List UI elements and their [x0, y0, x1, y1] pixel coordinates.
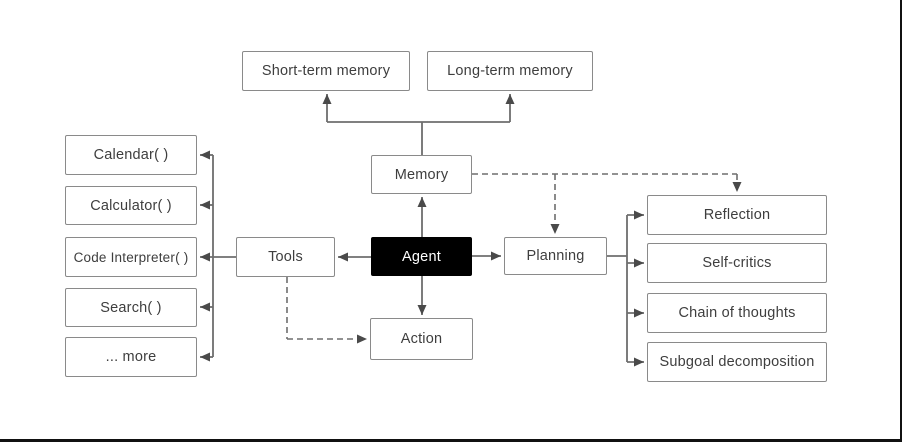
node-more: ... more — [65, 337, 197, 377]
node-short-term-memory: Short-term memory — [242, 51, 410, 91]
dashed-edges — [286, 173, 742, 344]
node-calendar: Calendar( ) — [65, 135, 197, 175]
node-subgoal-decomposition: Subgoal decomposition — [647, 342, 827, 382]
node-action: Action — [370, 318, 473, 360]
node-code-interpreter: Code Interpreter( ) — [65, 237, 197, 277]
node-chain-of-thoughts: Chain of thoughts — [647, 293, 827, 333]
frame-border-bottom — [0, 439, 902, 442]
solid-edges — [200, 94, 644, 367]
node-tools: Tools — [236, 237, 335, 277]
node-planning: Planning — [504, 237, 607, 275]
node-memory: Memory — [371, 155, 472, 194]
node-calculator: Calculator( ) — [65, 186, 197, 225]
node-long-term-memory: Long-term memory — [427, 51, 593, 91]
node-self-critics: Self-critics — [647, 243, 827, 283]
frame-border-right — [900, 0, 902, 441]
node-search: Search( ) — [65, 288, 197, 327]
node-reflection: Reflection — [647, 195, 827, 235]
node-agent: Agent — [371, 237, 472, 276]
